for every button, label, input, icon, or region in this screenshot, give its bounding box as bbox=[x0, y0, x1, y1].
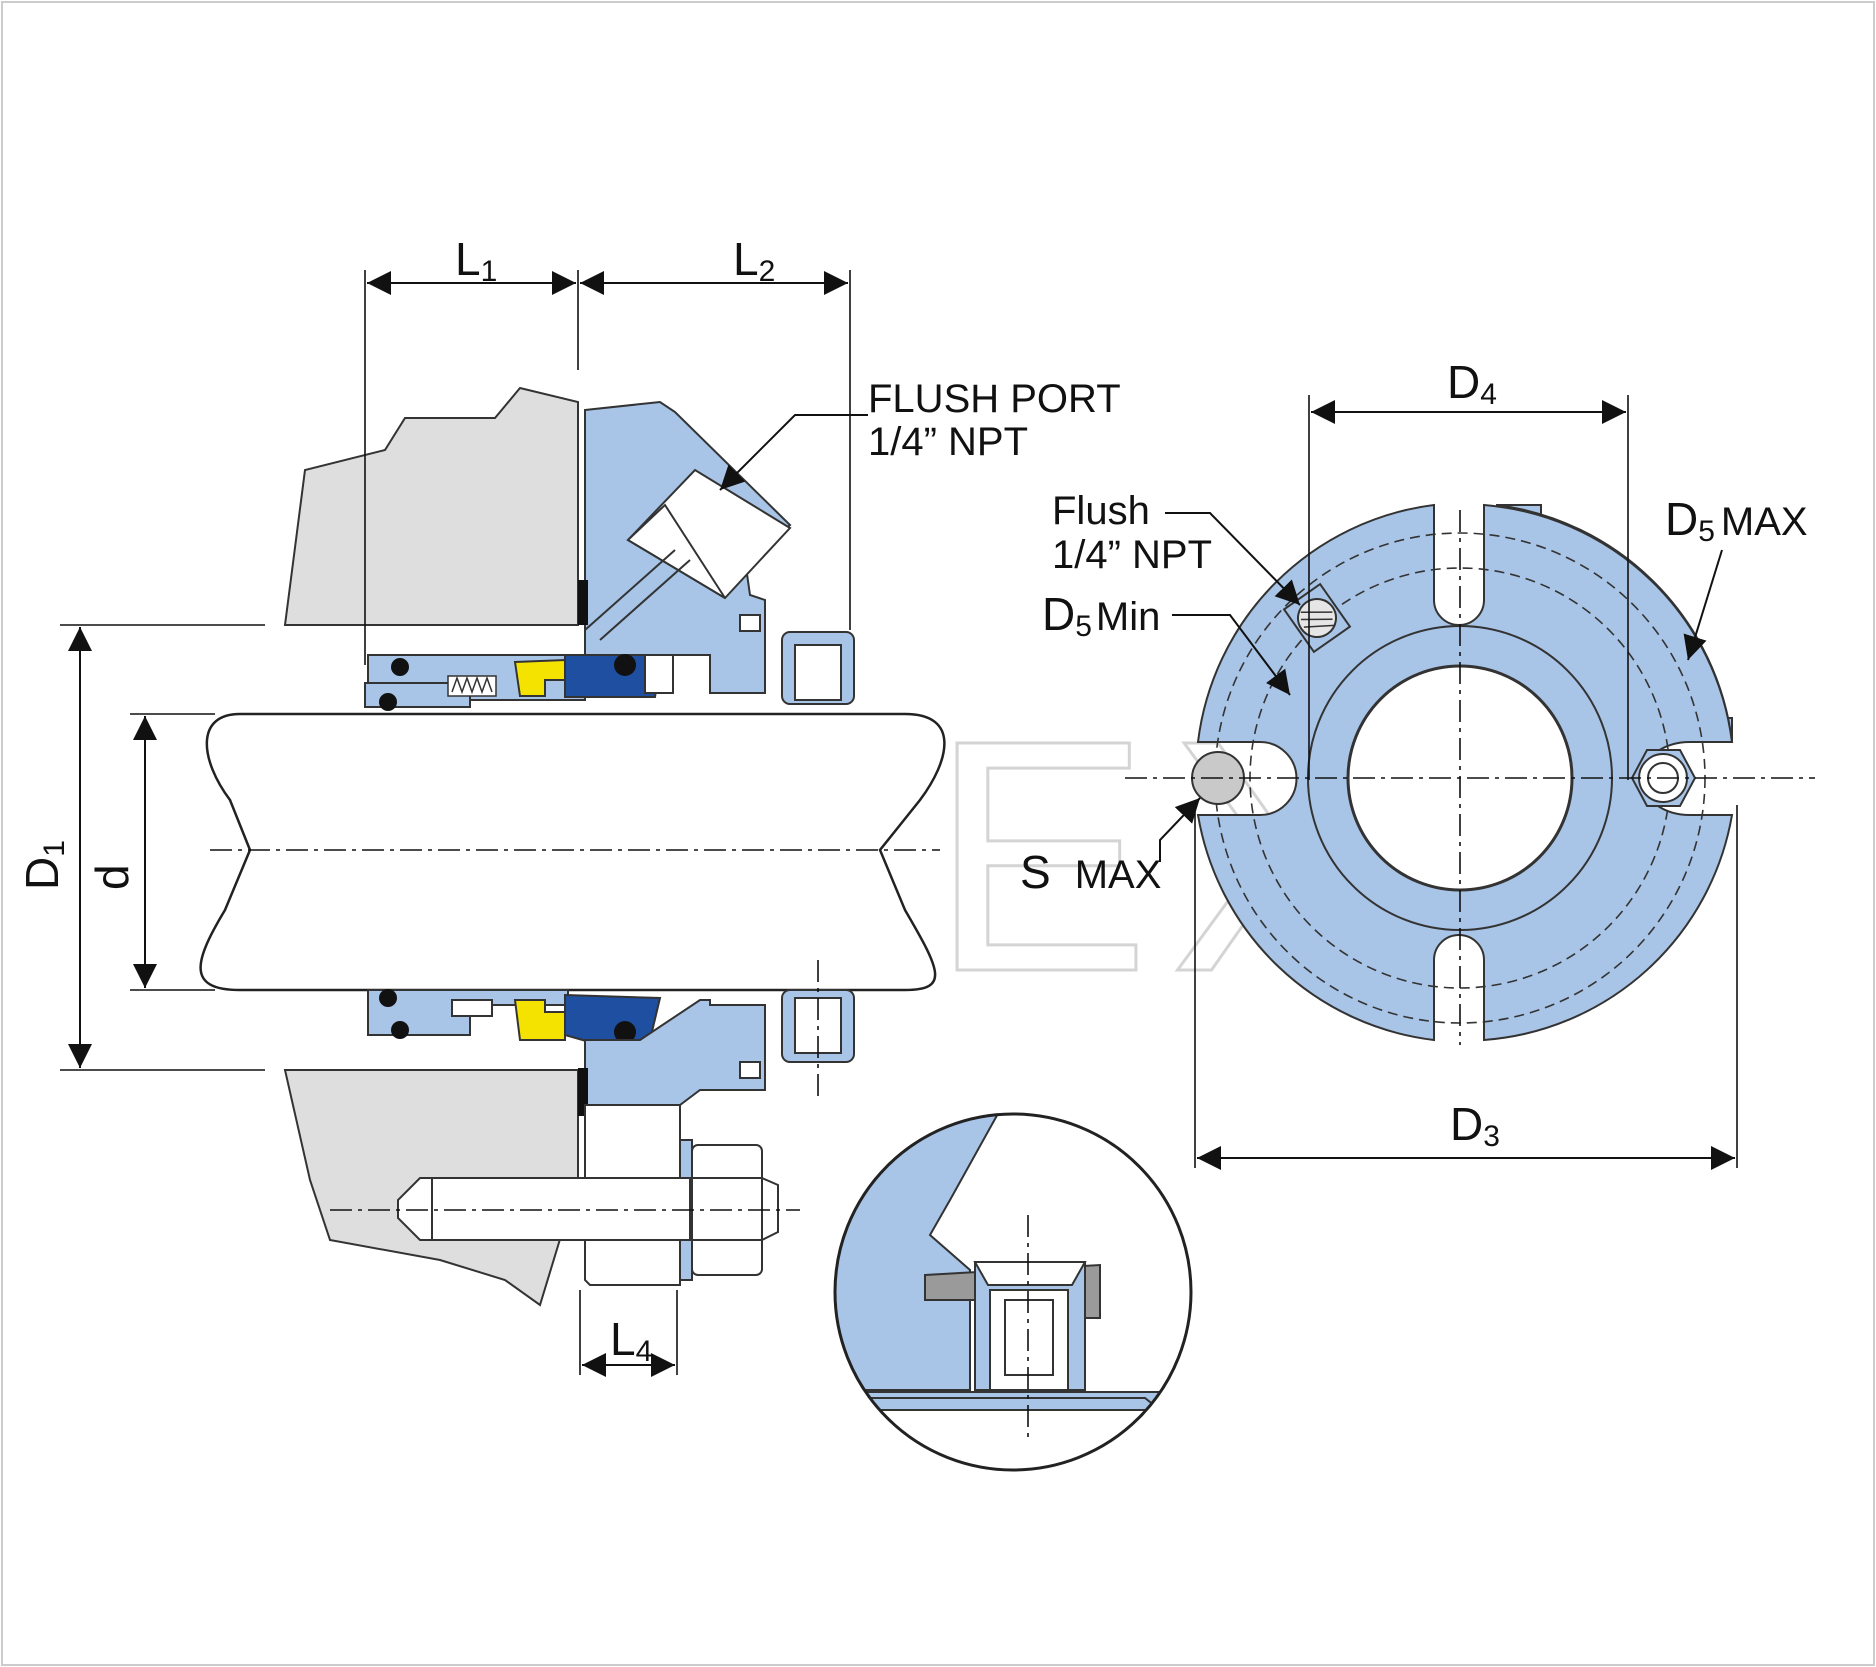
oring-upper-3 bbox=[614, 654, 636, 676]
spring-upper bbox=[447, 675, 497, 697]
gland-slot bbox=[739, 614, 761, 632]
gland-slot-lower bbox=[739, 1061, 761, 1079]
flush-port-fitting bbox=[584, 468, 792, 641]
oring-upper-1 bbox=[391, 658, 409, 676]
s-max-leader bbox=[1159, 797, 1201, 862]
flush-port-leader bbox=[719, 414, 868, 491]
section-view: L1 L2 D1 d L4 FLUSH PORT 1/4” NPT bbox=[16, 233, 1121, 1377]
label-d3: D3 bbox=[1450, 1098, 1500, 1153]
flush-tapped-hole bbox=[1282, 582, 1352, 654]
detail-view bbox=[833, 1112, 1193, 1472]
label-l1: L1 bbox=[455, 233, 497, 288]
flush-leader bbox=[1165, 512, 1301, 606]
oring-lower-2 bbox=[391, 1021, 409, 1039]
detail-setscrew-core bbox=[1004, 1299, 1054, 1376]
upper-housing bbox=[283, 386, 579, 626]
setscrew-upper bbox=[794, 644, 842, 701]
shaft bbox=[199, 712, 946, 992]
detail-sleeve bbox=[835, 1391, 1191, 1411]
flush-label-1: Flush bbox=[1052, 489, 1150, 533]
oring-lower-3 bbox=[614, 1021, 636, 1043]
stud-bolt bbox=[397, 1144, 779, 1276]
stationary-insert-upper bbox=[644, 654, 674, 694]
label-d1: D1 bbox=[16, 840, 71, 890]
flush-port-label-1: FLUSH PORT bbox=[868, 377, 1121, 421]
flush-port-label-2: 1/4” NPT bbox=[868, 420, 1028, 464]
label-d4: D4 bbox=[1447, 356, 1497, 411]
gasket-lower bbox=[578, 1068, 588, 1116]
flush-label-2: 1/4” NPT bbox=[1052, 533, 1212, 577]
d5-min-leader bbox=[1172, 614, 1291, 696]
label-l4: L4 bbox=[610, 1313, 652, 1368]
detail-setscrew-head bbox=[973, 1261, 1087, 1286]
d5-max-leader bbox=[1683, 549, 1723, 661]
oring-upper-2 bbox=[379, 693, 397, 711]
spring-lower bbox=[451, 999, 493, 1017]
label-d: d bbox=[86, 864, 138, 890]
detail-circle bbox=[833, 1112, 1193, 1472]
label-l2: L2 bbox=[733, 233, 775, 288]
oring-lower-1 bbox=[379, 989, 397, 1007]
gasket-upper bbox=[578, 580, 588, 625]
